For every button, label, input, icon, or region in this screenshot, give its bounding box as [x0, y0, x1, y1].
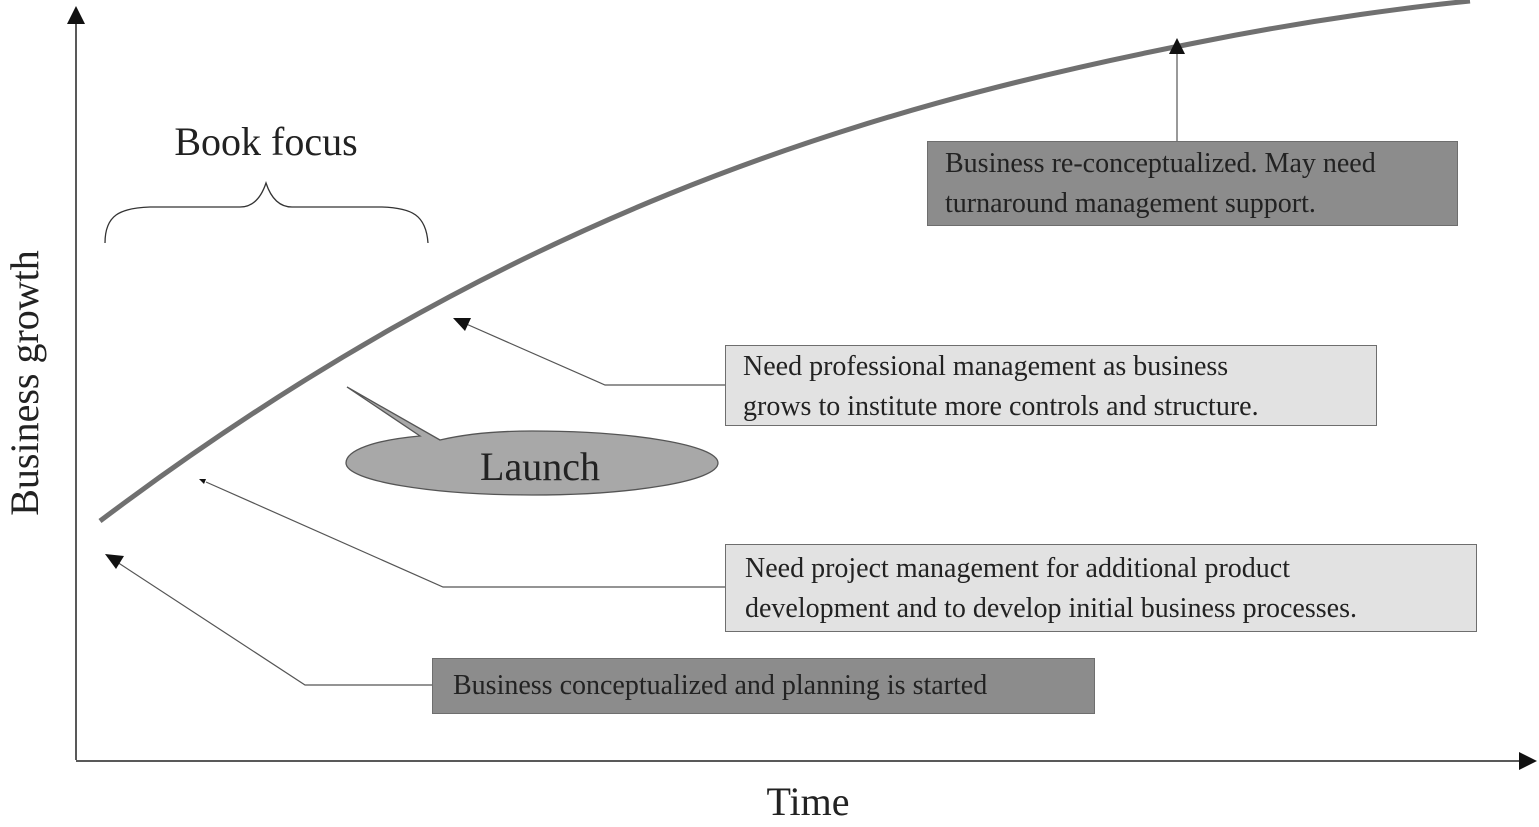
book-focus-brace [104, 180, 429, 244]
conceptualized-line-1: Business conceptualized and planning is … [453, 670, 988, 701]
connector-professional [463, 322, 725, 386]
bubble-label: Launch [480, 444, 600, 489]
growth-curve [98, 0, 1471, 523]
professional-line-1: Need professional management as business [743, 351, 1229, 382]
brace-label: Book focus [174, 119, 357, 164]
arrowhead-reconceptualized-icon [1169, 38, 1185, 54]
connector-project [205, 481, 725, 588]
connector-conceptualized [116, 561, 432, 686]
project-line-1: Need project management for additional p… [745, 553, 1291, 584]
professional-line-2: grows to institute more controls and str… [743, 391, 1259, 422]
project-line-2: development and to develop initial busin… [745, 593, 1357, 624]
reconceptualized-line-2: turnaround management support. [945, 188, 1316, 219]
arrowhead-project-icon [199, 479, 206, 484]
x-axis-arrow-icon [1519, 752, 1537, 770]
y-axis-arrow-icon [67, 6, 85, 24]
project-management-box: Need project management for additional p… [725, 544, 1477, 632]
reconceptualized-line-1: Business re-conceptualized. May need [945, 148, 1376, 179]
arrowhead-conceptualized-icon [105, 554, 124, 569]
x-axis-label: Time [766, 779, 849, 824]
launch-bubble [345, 386, 719, 496]
y-axis-label: Business growth [2, 250, 47, 516]
arrowhead-professional-icon [453, 318, 471, 331]
professional-management-box: Need professional management as business… [725, 345, 1377, 426]
reconceptualized-box: Business re-conceptualized. May need tur… [927, 141, 1458, 226]
conceptualized-box: Business conceptualized and planning is … [432, 658, 1095, 714]
